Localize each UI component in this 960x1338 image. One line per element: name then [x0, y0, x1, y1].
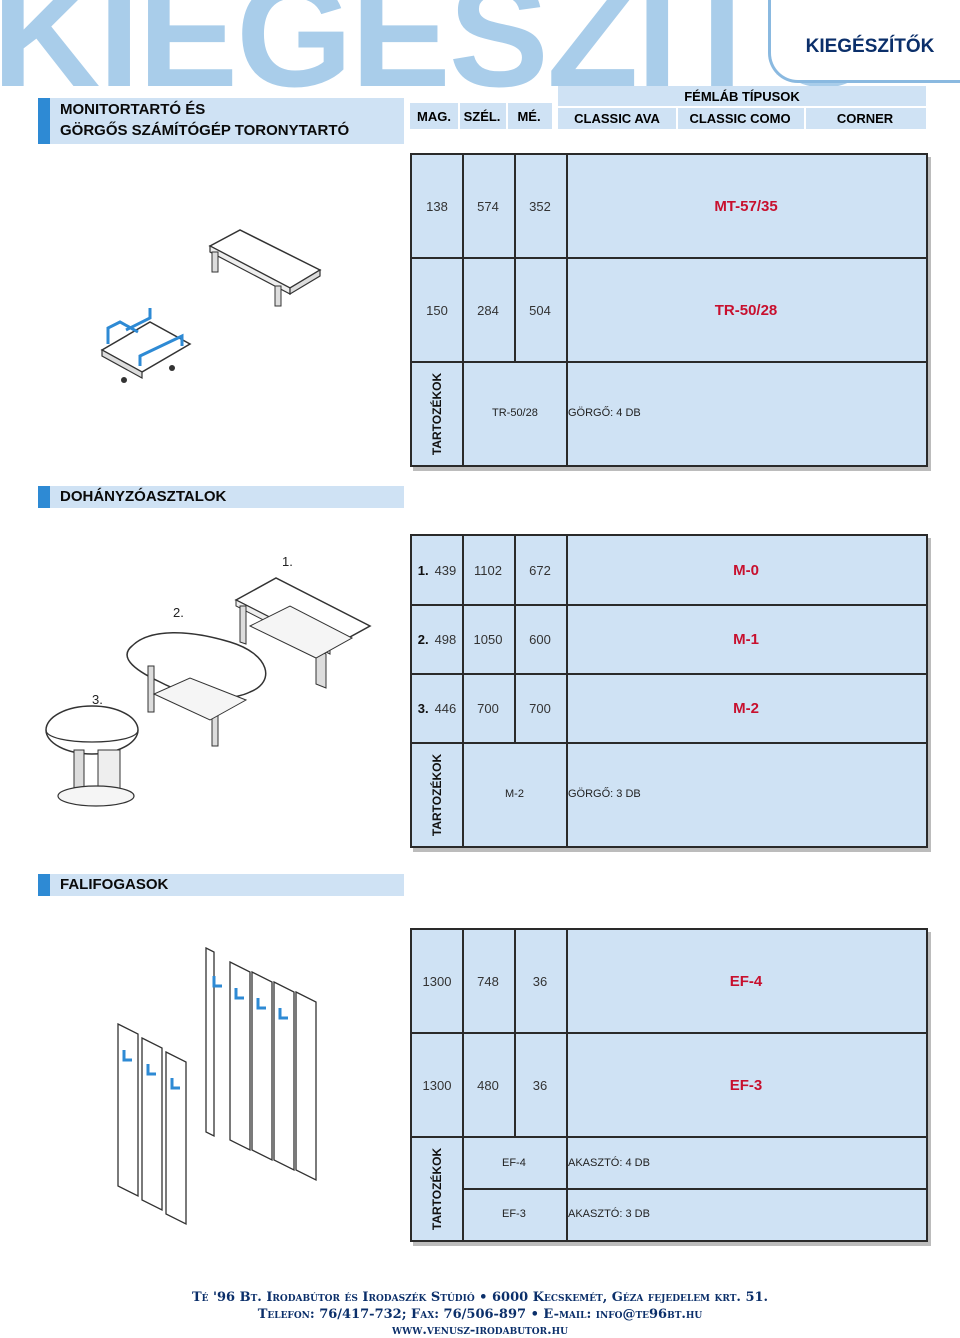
image-label-1: 1. — [282, 554, 293, 569]
cell-me: 36 — [532, 973, 548, 989]
header-femlab-title: FÉMLÁB TÍPUSOK — [558, 86, 926, 108]
table-monitortarto: 138 574 352 MT-57/35 150 284 504 TR-50/2… — [410, 153, 928, 467]
cell-code: EF-3 — [729, 1076, 763, 1094]
cell-szel: 574 — [477, 198, 499, 214]
cell-szel: 700 — [477, 701, 499, 716]
footer-company: Té '96 Bt. Irodabútor és Irodaszék Stúdi… — [191, 1290, 769, 1305]
page-title: KIEGÉSZÍTŐK — [805, 36, 935, 57]
table-row: 150 284 504 TR-50/28 — [412, 259, 926, 363]
cell-code: M-2 — [733, 700, 759, 717]
accessory-item: EF-3 — [502, 1208, 526, 1220]
cell-code: MT-57/35 — [714, 197, 778, 215]
cell-szel: 284 — [477, 302, 499, 318]
cell-mag: 138 — [426, 198, 448, 214]
cell-mag: 1300 — [422, 973, 452, 989]
accessory-desc: GÖRGŐ: 3 DB — [568, 788, 641, 800]
table-row: 1300 748 36 EF-4 — [412, 930, 926, 1034]
cell-code: M-1 — [733, 631, 759, 648]
table-dohanyzoasztalok: 1.439 1102 672 M-0 2.498 1050 600 M-1 3.… — [410, 534, 928, 848]
cell-szel: 1050 — [473, 632, 503, 647]
cell-mag: 1.439 — [417, 562, 457, 578]
accessory-item: EF-4 — [502, 1157, 526, 1169]
accessory-row: TARTOZÉKOK EF-4 AKASZTÓ: 4 DB EF-3 AKASZ… — [412, 1138, 926, 1240]
accessory-label: TARTOZÉKOK — [430, 372, 444, 456]
table-row: 1.439 1102 672 M-0 — [412, 536, 926, 606]
header-me: MÉ. — [517, 108, 541, 124]
table-row: 138 574 352 MT-57/35 — [412, 155, 926, 259]
section-header-falifogasok: FALIFOGASOK — [38, 874, 404, 896]
section-title-line1: MONITORTARTÓ ÉS — [60, 101, 206, 118]
cell-mag: 3.446 — [417, 701, 457, 716]
cell-szel: 748 — [477, 973, 499, 989]
accessory-item: TR-50/28 — [492, 407, 538, 419]
section-title: DOHÁNYZÓASZTALOK — [60, 488, 227, 505]
cell-code: M-0 — [733, 561, 759, 579]
accessory-label: TARTOZÉKOK — [430, 1147, 444, 1231]
cell-me: 700 — [529, 701, 551, 716]
image-label-3: 3. — [92, 692, 103, 707]
footer-website[interactable]: www.venusz-irodabutor.hu — [392, 1323, 568, 1338]
cell-code: TR-50/28 — [714, 301, 778, 319]
cell-me: 600 — [529, 632, 551, 647]
header-type-classic-ava: CLASSIC AVA — [558, 108, 678, 129]
section-title: FALIFOGASOK — [60, 876, 169, 893]
table-row: 2.498 1050 600 M-1 — [412, 606, 926, 675]
table-row: 1300 480 36 EF-3 — [412, 1034, 926, 1138]
banner-tab: KIEGÉSZÍTŐK — [768, 0, 960, 83]
cell-szel: 480 — [477, 1077, 499, 1093]
cell-szel: 1102 — [474, 562, 502, 578]
cell-mag: 1300 — [422, 1077, 452, 1093]
coffee-tables-illustration — [45, 577, 372, 807]
cell-me: 672 — [529, 562, 551, 578]
section-title-line2: GÖRGŐS SZÁMÍTÓGÉP TORONYTARTÓ — [60, 122, 350, 139]
table-row: 3.446 700 700 M-2 — [412, 675, 926, 744]
accessory-row: TARTOZÉKOK TR-50/28 GÖRGŐ: 4 DB — [412, 363, 926, 465]
footer-contact: Telefon: 76/417-732; Fax: 76/506-897 • E… — [257, 1307, 703, 1322]
header-type-classic-como: CLASSIC COMO — [676, 108, 806, 129]
accessory-desc: GÖRGŐ: 4 DB — [568, 407, 641, 419]
accessory-desc: AKASZTÓ: 4 DB — [568, 1157, 650, 1169]
accessory-item: M-2 — [505, 788, 524, 800]
header-type-corner: CORNER — [836, 111, 894, 126]
cell-mag: 2.498 — [417, 632, 457, 647]
header-mag: MAG. — [410, 103, 460, 129]
cell-code: EF-4 — [729, 972, 763, 990]
column-header-femlab: FÉMLÁB TÍPUSOK CLASSIC AVA CLASSIC COMO … — [558, 86, 926, 129]
monitor-stand-illustration — [100, 229, 322, 383]
header-szel: SZÉL. — [458, 103, 508, 129]
table-falifogasok: 1300 748 36 EF-4 1300 480 36 EF-3 TARTOZ… — [410, 928, 928, 1242]
section-header-dohanyzoasztalok: DOHÁNYZÓASZTALOK — [38, 486, 404, 508]
accessory-desc: AKASZTÓ: 3 DB — [568, 1208, 650, 1220]
image-label-2: 2. — [173, 605, 184, 620]
cell-me: 504 — [529, 302, 551, 318]
cell-me: 352 — [529, 198, 551, 214]
column-header-dimensions: MAG. SZÉL. MÉ. — [410, 103, 552, 129]
cell-mag: 150 — [426, 302, 448, 318]
accessory-label: TARTOZÉKOK — [430, 753, 444, 837]
accessory-row: TARTOZÉKOK M-2 GÖRGŐ: 3 DB — [412, 744, 926, 846]
cell-me: 36 — [532, 1077, 548, 1093]
coat-racks-illustration — [117, 946, 317, 1226]
section-header-monitortarto: MONITORTARTÓ ÉS GÖRGŐS SZÁMÍTÓGÉP TORONY… — [38, 98, 404, 144]
